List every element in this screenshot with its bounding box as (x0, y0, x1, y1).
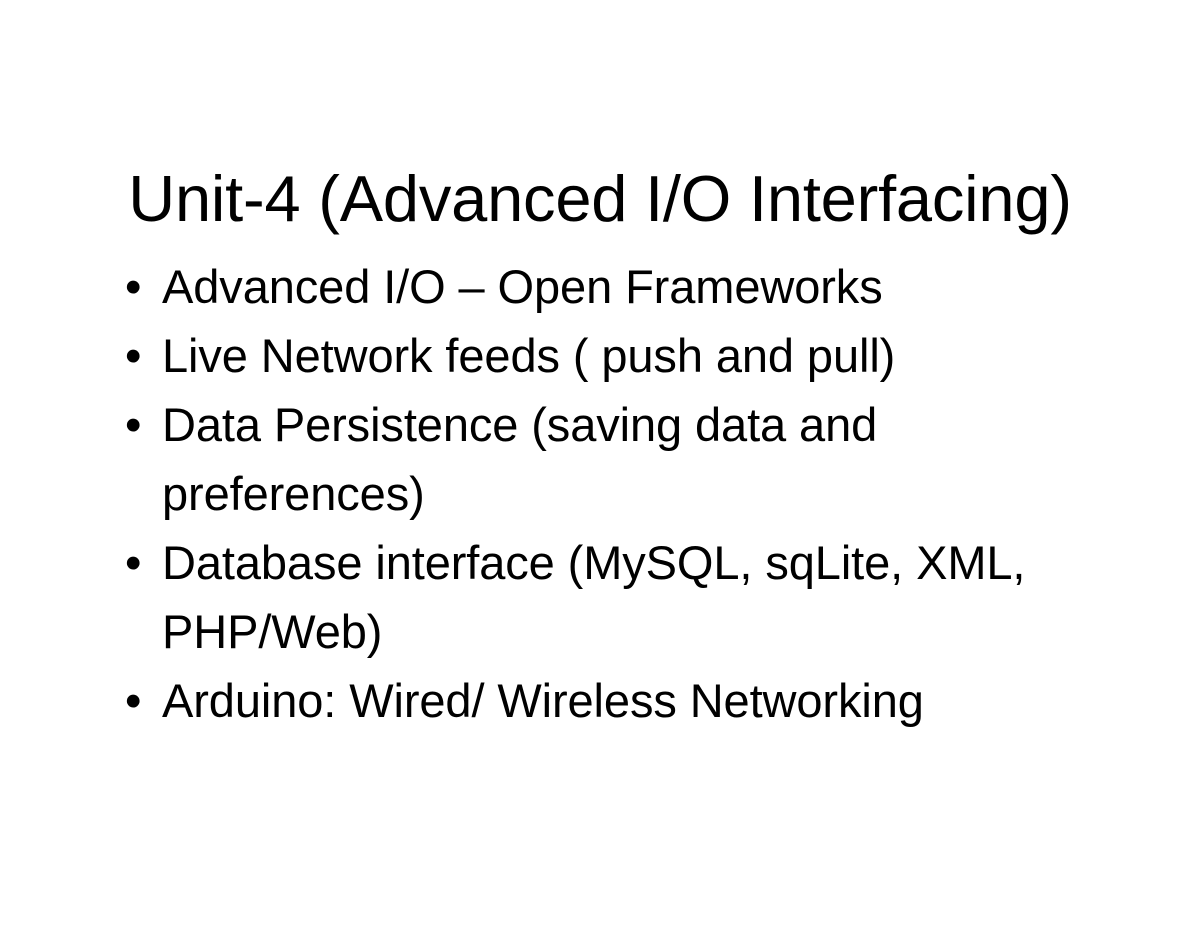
list-item: • Arduino: Wired/ Wireless Networking (120, 666, 1130, 735)
list-item: • Database interface (MySQL, sqLite, XML… (120, 528, 1130, 666)
slide-title: Unit-4 (Advanced I/O Interfacing) (128, 161, 1072, 235)
bullet-point-icon: • (125, 674, 142, 727)
slide-body: • Advanced I/O – Open Frameworks • Live … (120, 252, 1130, 735)
bullet-point-icon: • (125, 398, 142, 451)
list-item-label: Advanced I/O – Open Frameworks (162, 260, 883, 313)
list-item-label: Live Network feeds ( push and pull) (162, 329, 896, 382)
bullet-point-icon: • (125, 536, 142, 589)
list-item-label: Data Persistence (saving data and prefer… (162, 398, 878, 520)
list-item-label: Arduino: Wired/ Wireless Networking (162, 674, 924, 727)
list-item-label: Database interface (MySQL, sqLite, XML, … (162, 536, 1026, 658)
list-item: • Live Network feeds ( push and pull) (120, 321, 1130, 390)
bullet-point-icon: • (125, 260, 142, 313)
list-item: • Advanced I/O – Open Frameworks (120, 252, 1130, 321)
bullet-list: • Advanced I/O – Open Frameworks • Live … (120, 252, 1130, 735)
bullet-point-icon: • (125, 329, 142, 382)
list-item: • Data Persistence (saving data and pref… (120, 390, 1130, 528)
